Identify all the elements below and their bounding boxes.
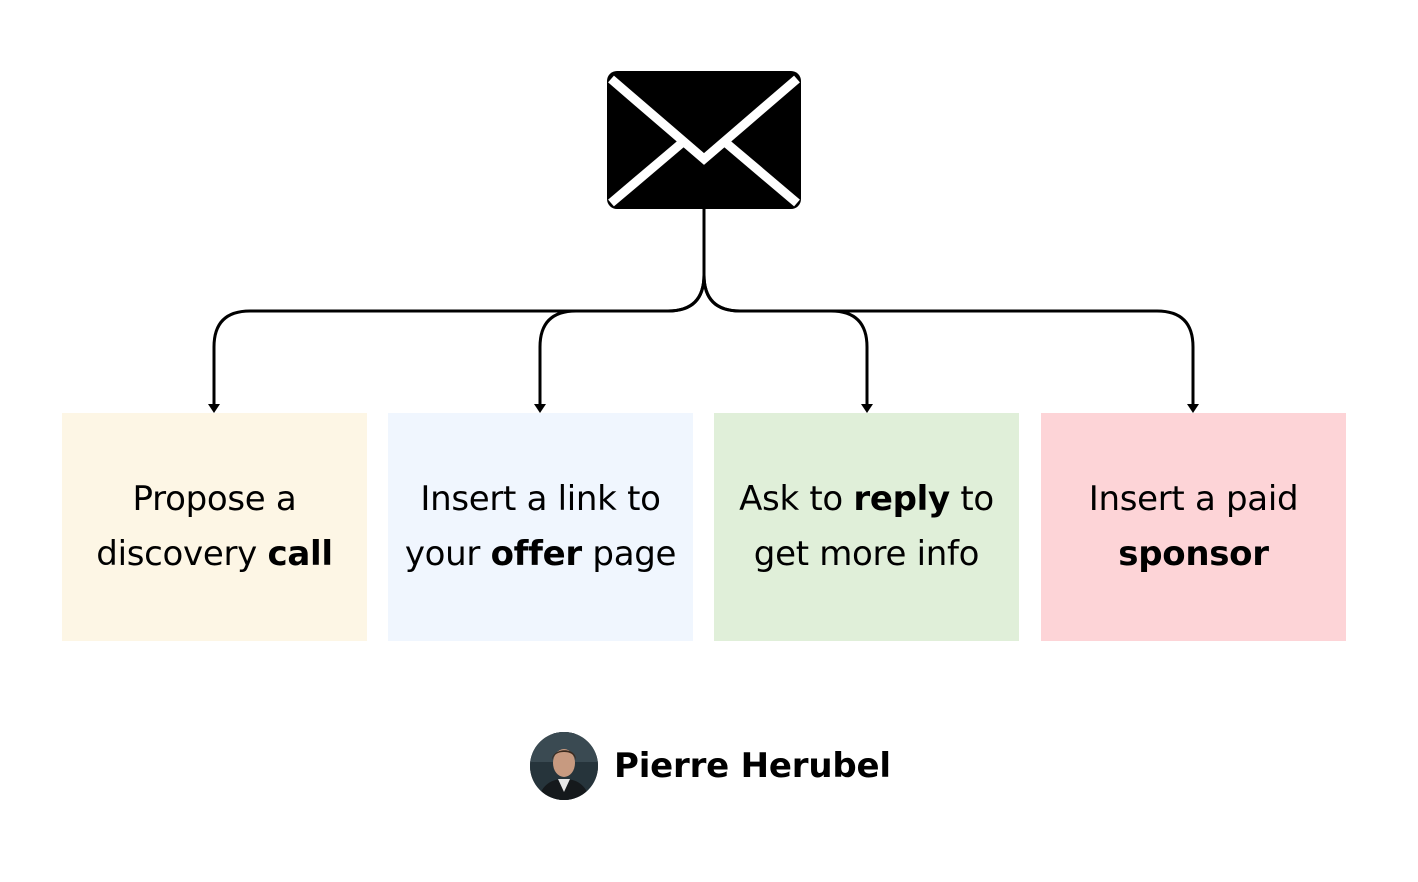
card-text-segment: get more info	[753, 534, 980, 574]
card-text-segment: your	[404, 534, 491, 574]
card-text-bold: sponsor	[1118, 534, 1269, 574]
connector-line-2	[702, 209, 869, 406]
card-offer-link: Insert a link to your offer page	[388, 413, 693, 641]
avatar	[530, 732, 598, 800]
card-ask-reply: Ask to reply to get more info	[714, 413, 1019, 641]
author-name: Pierre Herubel	[614, 746, 891, 786]
card-text-line: Insert a link to	[405, 472, 676, 527]
connector-line-3	[702, 209, 1195, 406]
card-propose-call: Propose a discovery call	[62, 413, 367, 641]
card-text: Propose a discovery call	[96, 472, 333, 582]
card-text-line: sponsor	[1089, 527, 1299, 582]
arrowhead-0	[208, 404, 220, 413]
arrowhead-2	[861, 404, 873, 413]
card-text-line: get more info	[739, 527, 994, 582]
card-text-line: your offer page	[404, 527, 677, 582]
avatar-photo	[530, 732, 598, 800]
card-text-segment: Ask to	[739, 479, 854, 519]
arrowhead-3	[1187, 404, 1199, 413]
card-text: Ask to reply to get more info	[739, 472, 994, 582]
card-text-line: Insert a paid	[1089, 472, 1299, 527]
card-text-bold: reply	[853, 479, 950, 519]
connector-lines	[208, 209, 1199, 413]
card-text-line: Ask to reply to	[739, 472, 994, 527]
card-text-bold: call	[267, 534, 333, 574]
card-text-segment: Insert a paid	[1088, 479, 1299, 519]
card-text-line: Propose a	[96, 472, 332, 527]
card-text-segment: discovery	[96, 534, 268, 574]
card-paid-sponsor: Insert a paid sponsor	[1041, 413, 1346, 641]
card-text-segment: Propose a	[132, 479, 297, 519]
card-text: Insert a link to your offer page	[404, 472, 677, 582]
author-signature: Pierre Herubel	[530, 732, 891, 800]
arrowhead-1	[534, 404, 546, 413]
card-text-segment: Insert a link to	[420, 479, 661, 519]
card-text-segment: page	[581, 534, 677, 574]
card-text: Insert a paid sponsor	[1089, 472, 1299, 582]
card-text-bold: offer	[490, 534, 583, 574]
card-text-segment: to	[949, 479, 994, 519]
card-text-line: discovery call	[96, 527, 333, 582]
envelope-icon	[607, 71, 801, 209]
connector-line-0	[212, 209, 706, 406]
connector-line-1	[538, 209, 706, 406]
